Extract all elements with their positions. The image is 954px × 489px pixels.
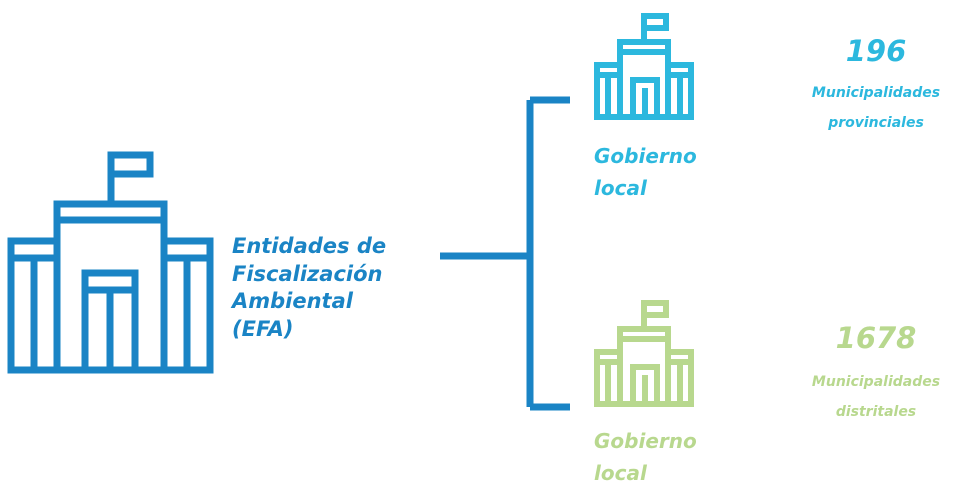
efa-label-line: (EFA): [232, 316, 294, 341]
efa-label-line: Entidades de: [232, 234, 387, 258]
provincial-description: Municipalidades provinciales: [786, 78, 954, 138]
provincial-building-icon: [594, 13, 694, 120]
branch-label-line: local: [594, 176, 647, 200]
provincial-branch-label: Gobierno local: [594, 140, 754, 204]
branch-label-line: Gobierno: [594, 144, 697, 168]
distrital-count: 1678: [835, 321, 917, 355]
efa-label: Entidades de Fiscalización Ambiental (EF…: [232, 233, 432, 343]
provincial-count: 196: [845, 34, 907, 68]
efa-label-line: Ambiental: [232, 289, 353, 313]
efa-label-line: Fiscalización: [232, 261, 383, 286]
distrital-building-icon: [594, 300, 694, 407]
distrital-branch-label: Gobierno local: [594, 425, 754, 489]
branch-label-line: local: [594, 461, 647, 485]
branch-label-line: Gobierno: [594, 429, 697, 453]
description-line: Municipalidades: [811, 85, 941, 101]
description-line: provinciales: [828, 115, 924, 131]
distrital-description: Municipalidades distritales: [786, 367, 954, 427]
description-line: distritales: [835, 404, 917, 420]
description-line: Municipalidades: [811, 374, 941, 390]
